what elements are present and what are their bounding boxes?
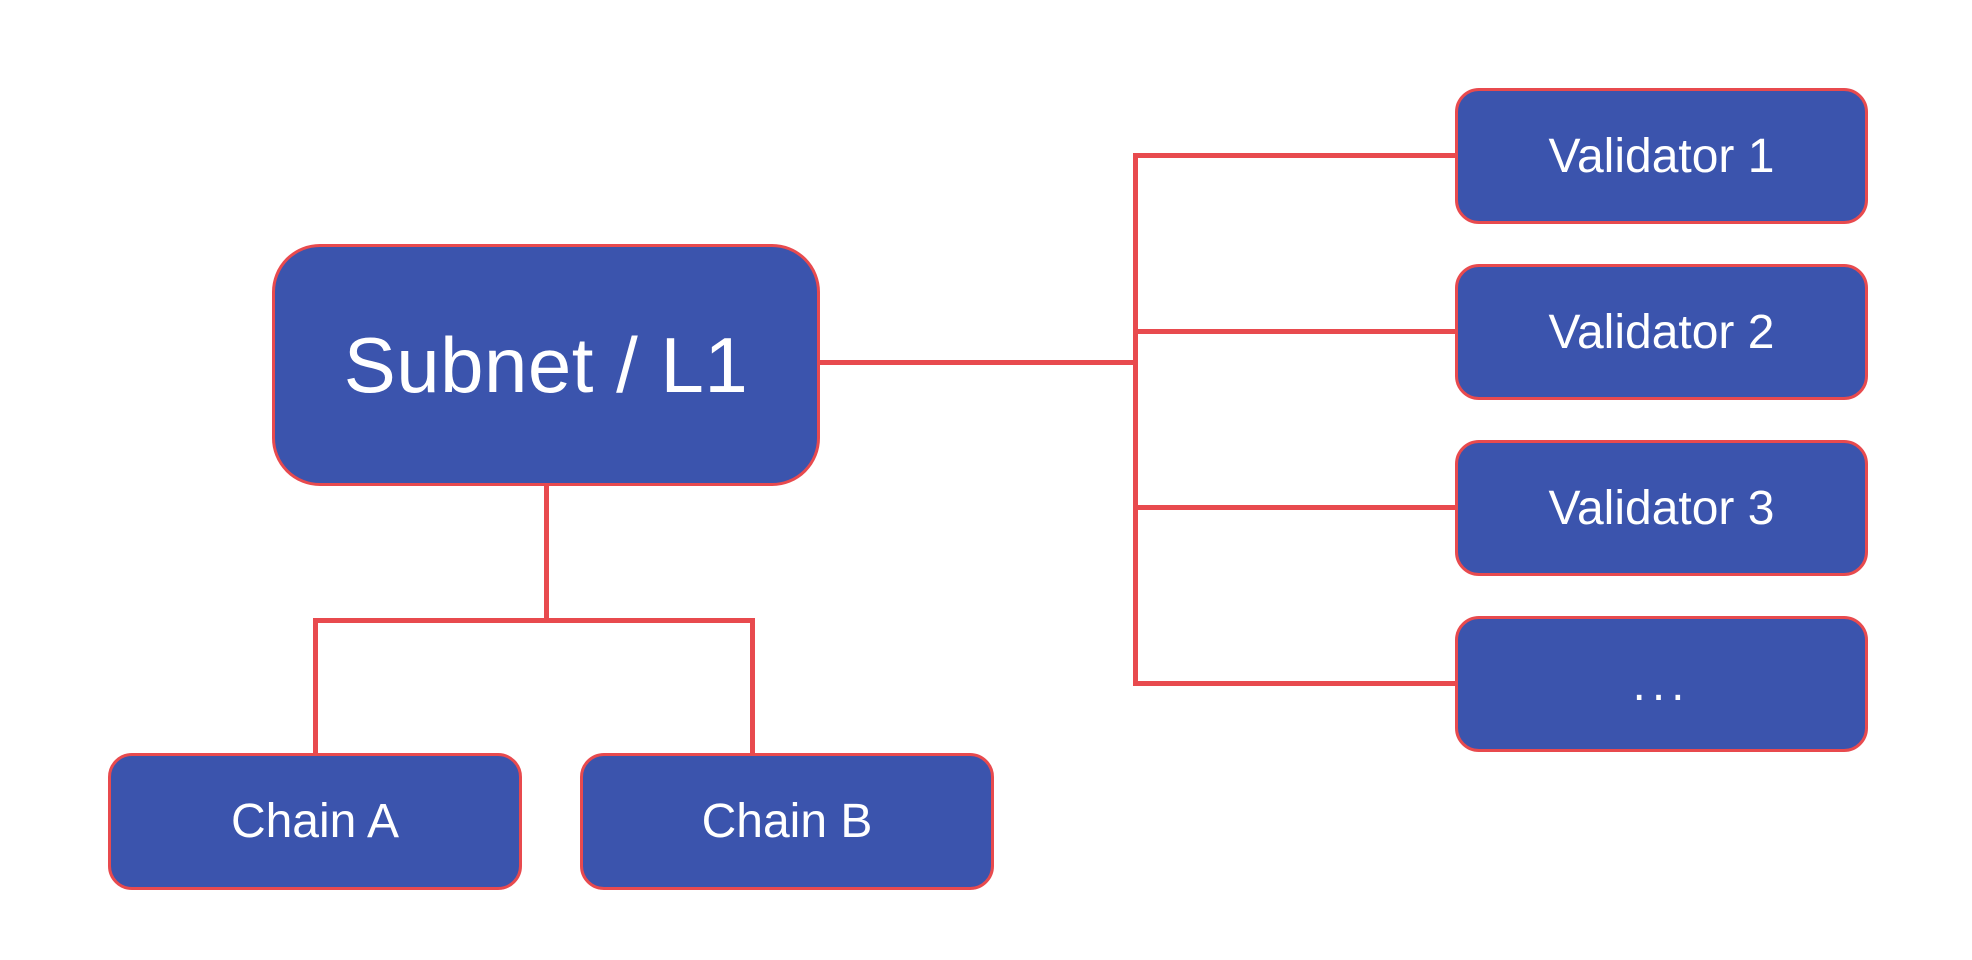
validator-more-node: ... <box>1455 616 1868 752</box>
connector-chain-branch <box>313 618 755 623</box>
validator-2-label: Validator 2 <box>1548 305 1775 359</box>
chain-a-label: Chain A <box>230 795 400 848</box>
connector-stub-validator-1 <box>1138 153 1455 158</box>
subnet-l1-node: Subnet / L1 <box>272 244 820 486</box>
connector-stub-validator-3 <box>1138 505 1455 510</box>
chain-b-node: Chain B <box>580 753 994 890</box>
connector-validator-trunk <box>1133 153 1138 686</box>
validator-more-label: ... <box>1632 657 1691 711</box>
connector-root-to-trunk <box>817 360 1138 365</box>
validator-1-node: Validator 1 <box>1455 88 1868 224</box>
connector-drop-chain-a <box>313 618 318 755</box>
connector-stub-validator-2 <box>1138 329 1455 334</box>
validator-3-node: Validator 3 <box>1455 440 1868 576</box>
validator-1-label: Validator 1 <box>1548 129 1775 183</box>
connector-drop-chain-b <box>750 618 755 755</box>
validator-2-node: Validator 2 <box>1455 264 1868 400</box>
connector-stub-validator-more <box>1138 681 1455 686</box>
connector-root-down <box>544 485 549 622</box>
validator-3-label: Validator 3 <box>1548 481 1775 535</box>
subnet-l1-label: Subnet / L1 <box>343 320 749 409</box>
chain-b-label: Chain B <box>701 795 873 848</box>
chain-a-node: Chain A <box>108 753 522 890</box>
